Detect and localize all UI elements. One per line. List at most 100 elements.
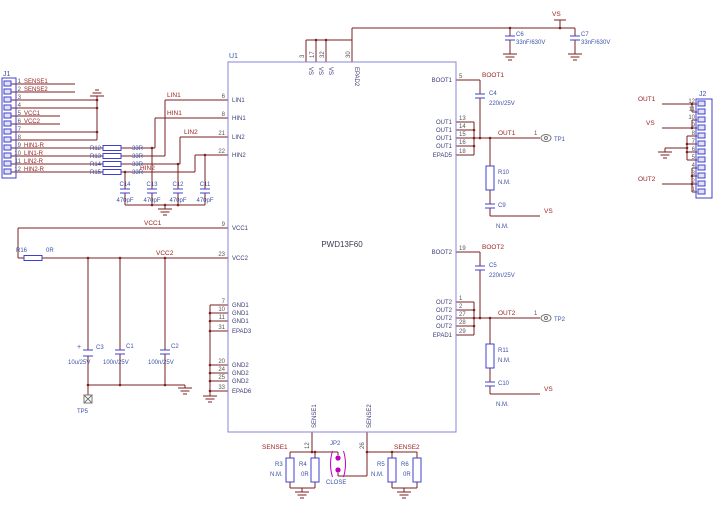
- capacitor-c11[interactable]: C11 470pF: [196, 182, 213, 204]
- pin-name: OUT2: [436, 316, 453, 322]
- component-value: 33R: [132, 170, 144, 176]
- component-ref: C11: [200, 182, 211, 188]
- net-label: HIN1: [167, 110, 182, 117]
- component-ref: C14: [119, 182, 131, 188]
- polarity-plus: +: [77, 344, 81, 351]
- pin-number: 20: [218, 359, 225, 365]
- pin-name: LIN2: [232, 135, 245, 141]
- component-value: 33R: [132, 162, 144, 168]
- pin-number: 2: [692, 179, 696, 185]
- connector-j1[interactable]: J1 1 2 3 4 5 6 7 8 9 10 11 12 SENSE1 SEN…: [1, 71, 48, 179]
- connector-body[interactable]: [1, 77, 17, 179]
- component-ref: C5: [489, 263, 497, 269]
- pin-number: 1: [18, 79, 22, 85]
- capacitor-c7[interactable]: C7 33nF/630V: [570, 32, 610, 46]
- testpoint-pad[interactable]: [83, 394, 93, 404]
- capacitor-c4[interactable]: C4 220n/25V: [475, 91, 515, 107]
- net-label: BOOT1: [482, 72, 504, 79]
- pin-number: 25: [218, 375, 225, 381]
- component-ref: C2: [171, 344, 179, 350]
- component-ref: C4: [489, 91, 497, 97]
- ground-symbols: [90, 53, 672, 499]
- component-value: CLOSE: [326, 480, 346, 486]
- component-value: 220n/25V: [489, 101, 515, 107]
- resistor-r13[interactable]: R13 33R: [90, 153, 144, 161]
- capacitor-c6[interactable]: C6 33nF/630V: [505, 32, 545, 46]
- resistor-r10[interactable]: R10 N.M.: [485, 165, 511, 191]
- capacitor-c3[interactable]: + C3 10u/25V: [68, 344, 104, 366]
- component-value: N.M.: [371, 472, 384, 478]
- capacitor-c12[interactable]: C12 470pF: [169, 182, 186, 204]
- capacitor-c2[interactable]: C2 100n/25V: [148, 344, 179, 366]
- resistor-body[interactable]: [102, 169, 122, 175]
- connector-j2[interactable]: J2 12 11 10 9 8 7 6 5 4 3 2 1: [688, 91, 713, 199]
- pin-number: 11: [689, 107, 696, 113]
- pin-number: 13: [459, 116, 466, 122]
- jumper-pin[interactable]: [335, 467, 341, 473]
- component-ref: R5: [377, 462, 385, 468]
- pin-number: 31: [218, 325, 225, 331]
- pin-name: OUT1: [436, 144, 453, 150]
- resistor-r16[interactable]: R16 0R: [16, 248, 54, 261]
- resistor-body[interactable]: [102, 153, 122, 159]
- resistor-body[interactable]: [387, 457, 397, 483]
- testpoint-ring[interactable]: [540, 134, 552, 142]
- pin-number: 8: [18, 135, 22, 141]
- capacitor-c14[interactable]: C14 470pF: [116, 182, 133, 204]
- testpoint-tp1[interactable]: 1 TP1: [534, 131, 566, 143]
- pin-number: 6: [222, 94, 226, 100]
- capacitor-c13[interactable]: C13 470pF: [143, 182, 160, 204]
- pin-number: 8: [222, 112, 226, 118]
- resistor-body[interactable]: [412, 457, 422, 483]
- capacitor-c9[interactable]: C9 N.M.: [485, 203, 509, 230]
- capacitor-c10[interactable]: C10 N.M.: [485, 381, 510, 408]
- ic-body[interactable]: [227, 61, 457, 433]
- resistor-r3[interactable]: R3 N.M.: [270, 457, 295, 483]
- resistor-body[interactable]: [310, 457, 320, 483]
- pin-number: 24: [218, 367, 225, 373]
- net-label: SENSE2: [394, 444, 420, 451]
- resistor-r11[interactable]: R11 N.M.: [485, 343, 511, 369]
- pin-number: 16: [459, 140, 466, 146]
- pin-name: HIN1: [232, 116, 246, 122]
- pin-name: OUT1: [436, 128, 453, 134]
- connector-pads: [3, 80, 12, 175]
- component-ref: JP2: [330, 441, 341, 447]
- connector-body[interactable]: [695, 98, 713, 199]
- resistor-r6[interactable]: R6 0R: [401, 457, 422, 483]
- resistor-body[interactable]: [102, 161, 122, 167]
- ic-ref: U1: [229, 53, 238, 60]
- jumper-pin[interactable]: [335, 455, 341, 461]
- resistor-body[interactable]: [102, 145, 122, 151]
- component-ref: R16: [16, 248, 28, 254]
- pin-number: 3: [692, 171, 696, 177]
- component-value: 33nF/630V: [581, 40, 610, 46]
- net-labels: VS LIN1 HIN1 LIN2 HIN2 VCC1 VCC2 BOOT1 O…: [140, 11, 656, 451]
- pin-name: GND2: [232, 379, 249, 385]
- component-value: 0R: [301, 472, 309, 478]
- resistor-r14[interactable]: R14 33R: [90, 161, 144, 169]
- capacitor-c5[interactable]: C5 220n/25V: [475, 263, 515, 279]
- resistor-body[interactable]: [285, 457, 295, 483]
- testpoint-tp5[interactable]: TP5: [77, 394, 93, 415]
- testpoint-tp2[interactable]: 1 TP2: [534, 311, 566, 323]
- resistor-body[interactable]: [485, 165, 495, 191]
- resistor-r5[interactable]: R5 N.M.: [371, 457, 397, 483]
- pin-name: EPAD1: [433, 333, 453, 339]
- testpoint-center: [544, 136, 548, 140]
- resistor-r15[interactable]: R15 33R: [90, 169, 144, 177]
- resistor-body[interactable]: [485, 343, 495, 369]
- ic-pwd13f60[interactable]: U1 PWD13F60 3 17 32 30 VS VS VS EPAD2 LI…: [218, 51, 466, 449]
- resistor-r12[interactable]: R12 33R: [90, 145, 144, 153]
- jumper-jp2[interactable]: JP2 CLOSE: [326, 441, 346, 486]
- pin-number: 29: [459, 329, 466, 335]
- testpoint-ring[interactable]: [540, 314, 552, 322]
- resistor-body[interactable]: [23, 255, 43, 261]
- pin-number: 27: [459, 312, 466, 318]
- pin-name: GND1: [232, 311, 249, 317]
- capacitor-c1[interactable]: C1 100n/25V: [103, 344, 134, 366]
- jumper-arcs: [330, 450, 346, 478]
- resistor-r4[interactable]: R4 0R: [299, 457, 320, 483]
- net-label: BOOT2: [482, 244, 504, 251]
- component-ref: R10: [498, 170, 510, 176]
